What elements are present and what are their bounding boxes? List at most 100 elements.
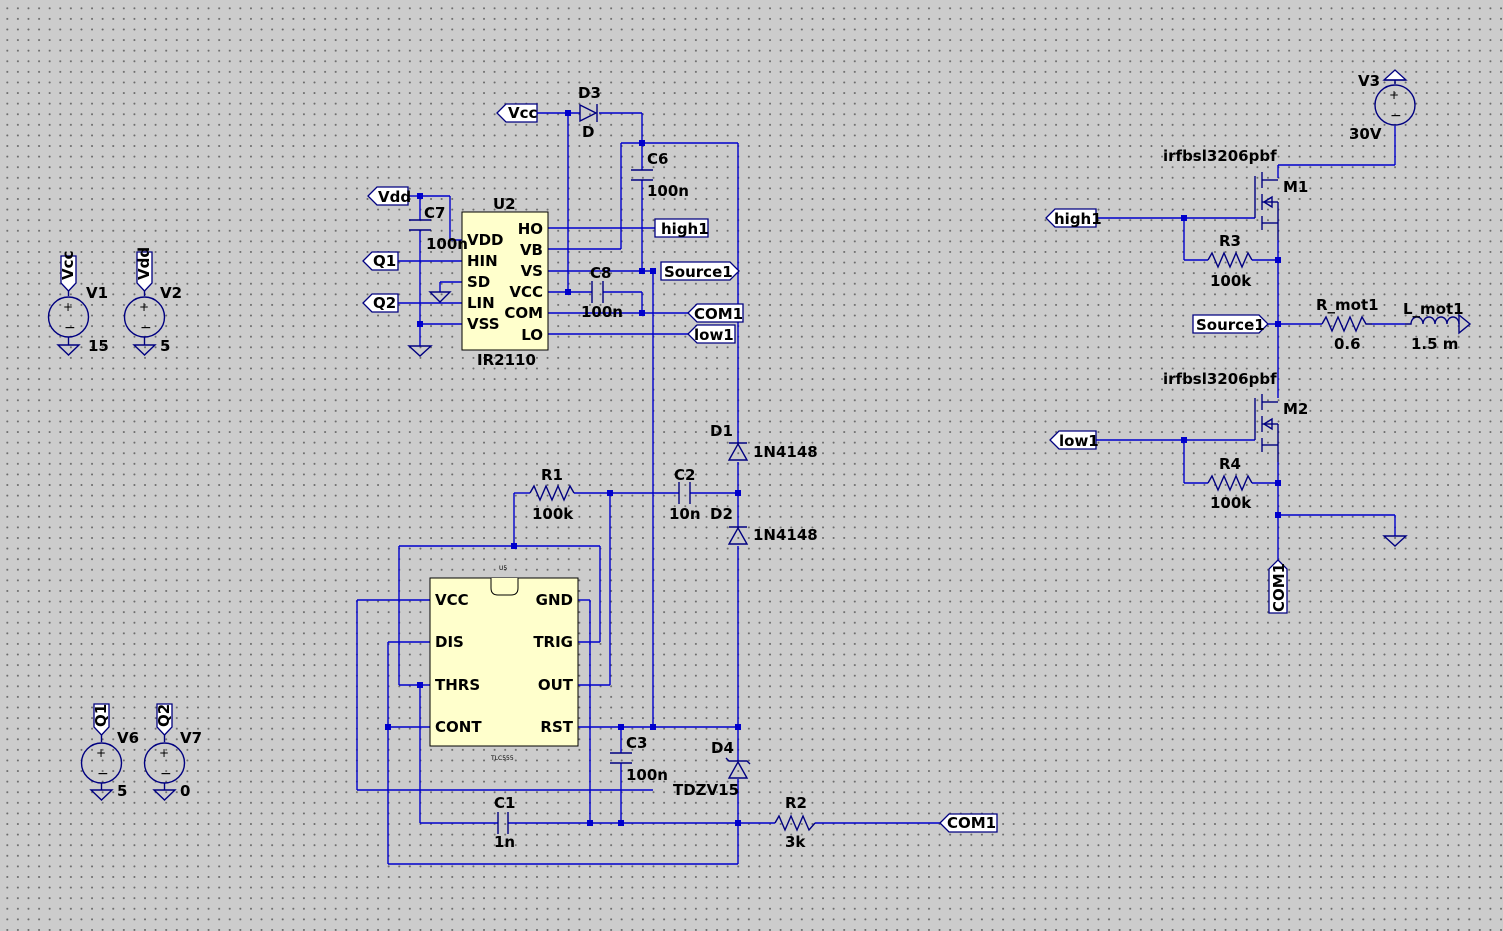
- r1-ref: R1: [541, 466, 563, 484]
- d4-value: TDZV15: [673, 781, 739, 799]
- resistor-r1[interactable]: R1 100k: [529, 466, 575, 523]
- u2-pin-lin: LIN: [467, 294, 495, 312]
- voltage-source-v6[interactable]: Q1 + − V6 5: [80, 703, 140, 801]
- inductor-l-mot1[interactable]: L_mot1 1.5 m: [1403, 300, 1472, 353]
- svg-text:+: +: [63, 300, 73, 314]
- svg-text:−: −: [140, 320, 152, 336]
- u2-pin-com: COM: [504, 304, 543, 322]
- net-label-high1-m1[interactable]: high1: [1045, 208, 1102, 228]
- u5-pin-out: OUT: [538, 676, 574, 694]
- u2-pin-vb: VB: [520, 241, 543, 259]
- net-label-vcc-v1: Vcc: [59, 251, 77, 280]
- svg-text:−: −: [97, 766, 109, 782]
- svg-text:Source1: Source1: [1196, 316, 1265, 334]
- c6-ref: C6: [647, 150, 668, 168]
- net-label-source1-mid[interactable]: Source1: [1192, 314, 1269, 334]
- svg-text:−: −: [64, 320, 76, 336]
- wires-timer-section: [356, 462, 940, 865]
- voltage-source-v1[interactable]: Vcc + − V1 15: [47, 251, 109, 356]
- d3-ref: D3: [578, 84, 601, 102]
- ground-symbol-bridge: [1382, 535, 1408, 547]
- diode-d1[interactable]: D1 1N4148: [710, 422, 818, 461]
- d3-value: D: [582, 123, 594, 141]
- resistor-r3[interactable]: R3 100k: [1207, 232, 1253, 290]
- r3-value: 100k: [1210, 272, 1252, 290]
- capacitor-c2[interactable]: C2 10n: [669, 466, 701, 523]
- net-label-com1-u2[interactable]: COM1: [687, 303, 744, 323]
- l-mot1-ref: L_mot1: [1403, 300, 1464, 318]
- u5-pin-dis: DIS: [435, 633, 464, 651]
- mosfet-m2[interactable]: M2 irfbsl3206pbf: [1163, 370, 1308, 462]
- u5-part: TLC555: [490, 755, 514, 762]
- voltage-source-v7[interactable]: Q2 + − V7 0: [143, 703, 203, 801]
- net-label-source1-u2[interactable]: Source1: [660, 261, 740, 281]
- mosfet-m1[interactable]: M1 irfbsl3206pbf: [1163, 147, 1308, 240]
- capacitor-c6[interactable]: C6 100n: [631, 150, 689, 200]
- v6-ref: V6: [117, 729, 139, 747]
- capacitor-c8[interactable]: C8 100n: [581, 264, 623, 321]
- junction-dots: [385, 110, 1281, 826]
- svg-text:COM1: COM1: [947, 814, 996, 832]
- net-label-com1-r2[interactable]: COM1: [939, 813, 998, 833]
- net-label-low1-m2[interactable]: low1: [1049, 430, 1099, 450]
- diode-d3[interactable]: D3 D: [578, 84, 601, 141]
- svg-text:high1: high1: [1054, 210, 1102, 228]
- c8-ref: C8: [590, 264, 611, 282]
- u5-pin-rst: RST: [540, 718, 573, 736]
- resistor-r4[interactable]: R4 100k: [1207, 455, 1253, 512]
- net-label-q2-v7: Q2: [155, 704, 173, 727]
- r2-ref: R2: [785, 794, 807, 812]
- ground-symbol-sd: [428, 291, 452, 303]
- resistor-r-mot1[interactable]: R_mot1 0.6: [1316, 296, 1379, 353]
- u2-pin-hin: HIN: [467, 252, 498, 270]
- net-label-high1-u2[interactable]: high1: [654, 218, 709, 238]
- c7-value: 100n: [426, 235, 468, 253]
- svg-text:Vcc: Vcc: [508, 104, 537, 122]
- resistor-r2[interactable]: R2 3k: [774, 794, 816, 851]
- u2-pin-vdd: VDD: [467, 231, 504, 249]
- u5-pin-cont: CONT: [435, 718, 482, 736]
- ground-symbol-vss: [407, 345, 433, 357]
- v7-value: 0: [180, 782, 190, 800]
- c2-ref: C2: [674, 466, 695, 484]
- net-label-vdd-top[interactable]: Vdd: [367, 186, 411, 206]
- svg-text:low1: low1: [694, 326, 734, 344]
- r3-ref: R3: [1219, 232, 1241, 250]
- ic-u2-ir2110[interactable]: U2 IR2110 VDD HIN SD LIN VSS HO VB VS VC…: [461, 195, 549, 369]
- r2-value: 3k: [785, 833, 806, 851]
- diode-d2[interactable]: D2 1N4148: [710, 505, 818, 545]
- svg-text:+: +: [1389, 88, 1399, 102]
- svg-text:COM1: COM1: [1270, 563, 1288, 612]
- v6-value: 5: [117, 782, 127, 800]
- u5-pin-thrs: THRS: [435, 676, 480, 694]
- net-label-com1-bottom[interactable]: COM1: [1268, 559, 1288, 614]
- svg-text:Vdd: Vdd: [378, 188, 411, 206]
- capacitor-c1[interactable]: C1 1n: [494, 794, 515, 851]
- m2-ref: M2: [1283, 400, 1308, 418]
- l-mot1-value: 1.5 m: [1411, 335, 1458, 353]
- zener-diode-d4[interactable]: D4 TDZV15: [673, 739, 751, 799]
- c7-ref: C7: [424, 204, 445, 222]
- net-label-vcc-top[interactable]: Vcc: [496, 103, 538, 123]
- u2-pin-ho: HO: [518, 220, 543, 238]
- u2-pin-sd: SD: [467, 273, 490, 291]
- voltage-source-v3[interactable]: + − V3 30V: [1349, 69, 1416, 143]
- svg-text:Q2: Q2: [373, 294, 396, 312]
- u2-pin-vcc: VCC: [509, 283, 543, 301]
- m2-value: irfbsl3206pbf: [1163, 370, 1277, 388]
- ic-u5-tlc555[interactable]: U5 TLC555 VCC DIS THRS CONT GND TRIG OUT…: [429, 565, 579, 762]
- net-label-low1-u2[interactable]: low1: [687, 324, 736, 344]
- svg-text:high1: high1: [661, 220, 709, 238]
- m1-ref: M1: [1283, 178, 1308, 196]
- capacitor-c3[interactable]: C3 100n: [610, 734, 668, 784]
- svg-text:−: −: [160, 766, 172, 782]
- svg-text:+: +: [139, 300, 149, 314]
- d4-ref: D4: [711, 739, 734, 757]
- capacitor-c7[interactable]: C7 100n: [409, 204, 468, 253]
- net-label-q1-input[interactable]: Q1: [362, 251, 399, 271]
- net-label-q2-input[interactable]: Q2: [362, 293, 399, 313]
- d1-value: 1N4148: [753, 443, 818, 461]
- wires-bridge-section: [1096, 126, 1405, 560]
- voltage-source-v2[interactable]: Vdd + − V2 5: [123, 247, 183, 356]
